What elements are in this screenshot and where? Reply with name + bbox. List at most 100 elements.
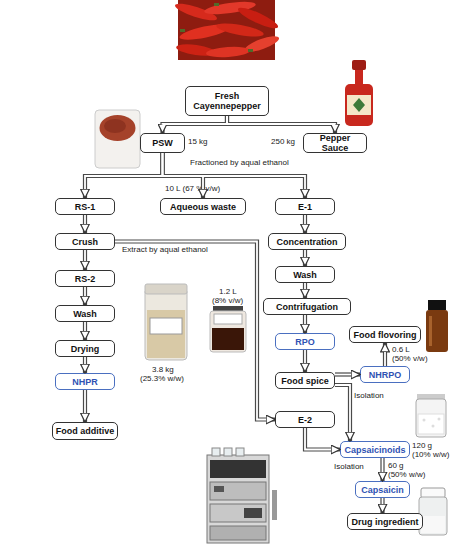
flow-arrow-core bbox=[304, 315, 306, 324]
process-box: Aqueous waste bbox=[160, 198, 246, 215]
flow-arrow-core bbox=[85, 153, 163, 189]
flow-arrow bbox=[163, 116, 228, 133]
annotation-text: 15 kg bbox=[188, 137, 208, 146]
crystal bbox=[432, 425, 435, 428]
jar-body bbox=[419, 497, 447, 535]
box-label: Drug ingredient bbox=[352, 517, 419, 527]
box-label: Concentration bbox=[276, 237, 337, 247]
flow-arrow bbox=[380, 458, 384, 481]
product-box: Capsaicin bbox=[355, 481, 410, 498]
flow-arrow-core bbox=[84, 390, 86, 413]
jar-lid bbox=[145, 284, 187, 294]
process-box: Wash bbox=[275, 266, 335, 283]
bottle-highlight bbox=[429, 316, 432, 346]
bottle-cap bbox=[352, 60, 366, 70]
flow-arrow bbox=[83, 215, 87, 233]
process-box: Fresh Cayennepepper bbox=[185, 86, 269, 116]
jar-label bbox=[214, 314, 242, 324]
product-box: Capsaicinoids bbox=[340, 441, 410, 458]
capsaicin-jar-photo bbox=[419, 488, 447, 535]
box-label: Food additive bbox=[56, 426, 115, 436]
crystal bbox=[423, 419, 426, 422]
box-label: Wash bbox=[293, 270, 317, 280]
annotation-text: (50% w/w) bbox=[388, 470, 425, 479]
box-label: Capsaicinoids bbox=[344, 445, 405, 455]
box-label: NHPR bbox=[72, 377, 98, 387]
bottle-cap bbox=[428, 300, 446, 310]
solvent-bottle bbox=[224, 448, 232, 456]
flow-arrow-core bbox=[382, 458, 384, 472]
process-box: Pepper Sauce bbox=[303, 133, 367, 153]
process-box: Crush bbox=[55, 233, 115, 250]
process-box: E-1 bbox=[275, 198, 335, 215]
box-label: Food flovoring bbox=[354, 330, 417, 340]
process-box: Food spice bbox=[275, 372, 335, 389]
box-label: Food spice bbox=[281, 376, 329, 386]
box-label: Crush bbox=[72, 237, 98, 247]
flow-arrow bbox=[303, 250, 307, 266]
flow-arrow bbox=[303, 283, 307, 298]
process-box: Concentration bbox=[268, 233, 346, 250]
flow-arrow-core bbox=[84, 215, 86, 224]
flow-arrow bbox=[85, 153, 163, 198]
instrument-panel bbox=[244, 508, 262, 518]
process-box: Contrifugation bbox=[263, 298, 351, 315]
flow-arrow bbox=[383, 343, 387, 366]
product-box: NHPR bbox=[55, 373, 115, 390]
flow-arrow bbox=[83, 390, 87, 422]
flow-arrow bbox=[335, 372, 360, 376]
oleoresin bbox=[212, 328, 244, 350]
jar-body bbox=[145, 288, 187, 360]
product-box: RPO bbox=[275, 333, 335, 350]
box-label: Pepper Sauce bbox=[306, 133, 364, 153]
annotation-text: Isolation bbox=[334, 462, 364, 471]
pepper bbox=[206, 45, 251, 58]
bottle-body bbox=[426, 310, 448, 352]
flow-arrow bbox=[83, 287, 87, 305]
nhpr-jar-photo bbox=[145, 284, 187, 360]
flow-arrow bbox=[335, 385, 350, 441]
process-box: PSW bbox=[140, 133, 185, 153]
bottle-label bbox=[347, 95, 371, 115]
box-label: Aqueous waste bbox=[170, 202, 236, 212]
flow-arrow-core bbox=[84, 357, 86, 364]
flow-arrow bbox=[227, 116, 335, 133]
annotation-text: 60 g bbox=[388, 461, 404, 470]
capsaicinoids-jar-photo bbox=[416, 394, 446, 437]
pepper-stem bbox=[180, 29, 185, 32]
flow-arrow bbox=[83, 322, 87, 340]
crystal bbox=[438, 418, 441, 421]
flow-arrow-core bbox=[84, 322, 86, 331]
instrument-module bbox=[210, 482, 266, 500]
box-label: Wash bbox=[73, 309, 97, 319]
process-box: Food flovoring bbox=[349, 326, 421, 343]
arrow-outlines bbox=[85, 116, 385, 513]
pepper bbox=[215, 21, 264, 39]
annotation-text: 10 L (67 % v/w) bbox=[165, 184, 220, 193]
annotation-text: 250 kg bbox=[271, 137, 295, 146]
process-box: Drying bbox=[55, 340, 115, 357]
pepper bbox=[243, 33, 280, 55]
powder-jar-photo bbox=[95, 110, 140, 168]
flavoring-bottle-photo bbox=[426, 300, 448, 352]
box-label: RS-2 bbox=[75, 274, 96, 284]
pepper-powder bbox=[100, 115, 136, 141]
flow-arrow bbox=[115, 242, 275, 420]
flow-arrow bbox=[303, 350, 307, 372]
process-box: E-2 bbox=[275, 411, 335, 428]
box-label: E-1 bbox=[298, 202, 312, 212]
pepper-stem bbox=[248, 49, 253, 52]
solvent-bottle bbox=[212, 448, 220, 456]
label-diamond bbox=[353, 98, 365, 112]
bottle-body bbox=[345, 84, 373, 126]
box-label: PSW bbox=[152, 138, 173, 148]
instrument-body bbox=[207, 455, 269, 543]
pepper-stem bbox=[214, 3, 219, 6]
box-label: Contrifugation bbox=[276, 302, 338, 312]
box-label: E-2 bbox=[298, 415, 312, 425]
annotation-text: (50% v/w) bbox=[392, 354, 428, 363]
flow-arrow-core bbox=[227, 116, 335, 125]
